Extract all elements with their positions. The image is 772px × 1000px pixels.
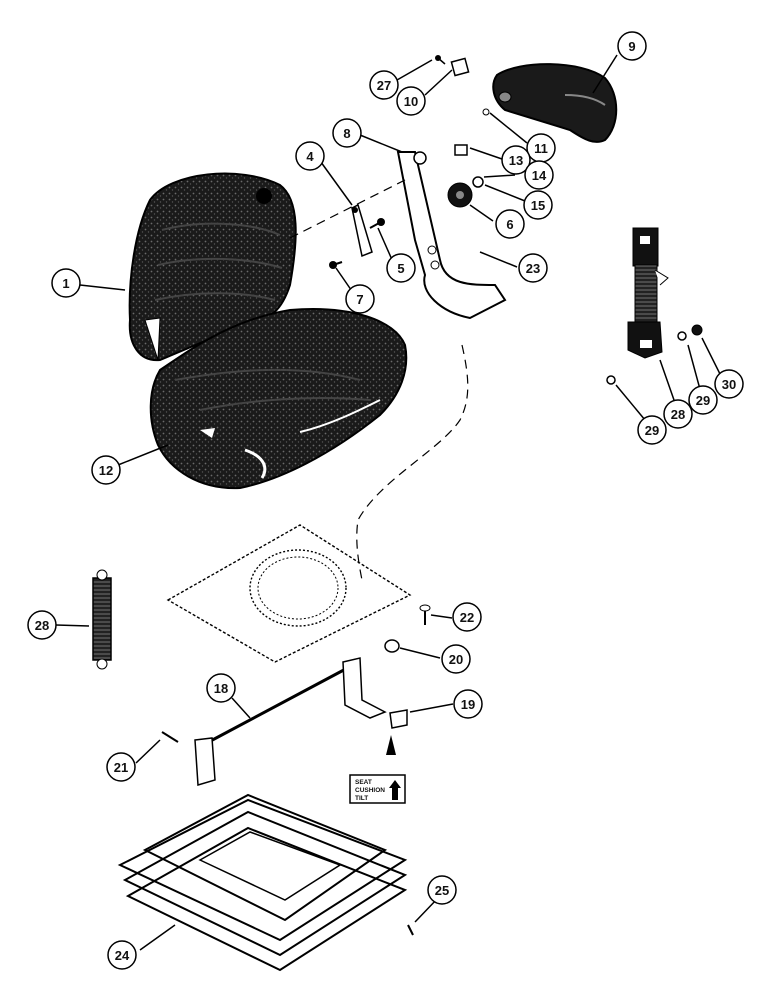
callout-9: 9 bbox=[617, 31, 647, 61]
seat-belt-right bbox=[606, 227, 703, 385]
seat-cushion bbox=[149, 308, 408, 490]
decal-line2: CUSHION bbox=[355, 787, 385, 794]
svg-text:10: 10 bbox=[404, 94, 418, 109]
svg-text:22: 22 bbox=[460, 610, 474, 625]
svg-text:4: 4 bbox=[306, 149, 314, 164]
callout-6: 6 bbox=[495, 209, 525, 239]
decal-line3: TILT bbox=[355, 795, 368, 802]
callout-15: 15 bbox=[523, 190, 553, 220]
svg-text:15: 15 bbox=[531, 198, 545, 213]
tilt-rod bbox=[194, 657, 387, 786]
callout-22: 22 bbox=[452, 602, 482, 632]
alignment-lines bbox=[289, 179, 469, 581]
callout-24: 24 bbox=[107, 940, 137, 970]
callout-21: 21 bbox=[106, 752, 136, 782]
svg-text:28: 28 bbox=[35, 618, 49, 633]
callout-10: 10 bbox=[396, 86, 426, 116]
svg-text:24: 24 bbox=[115, 948, 130, 963]
callout-12: 12 bbox=[91, 455, 121, 485]
hardware-top bbox=[256, 55, 490, 204]
svg-text:29: 29 bbox=[645, 423, 659, 438]
callout-14: 14 bbox=[524, 160, 554, 190]
svg-text:5: 5 bbox=[397, 261, 404, 276]
svg-text:1: 1 bbox=[62, 276, 69, 291]
callout-28-left: 28 bbox=[27, 610, 57, 640]
svg-text:9: 9 bbox=[628, 39, 635, 54]
callout-1: 1 bbox=[51, 268, 81, 298]
tilt-pad bbox=[389, 709, 408, 729]
svg-text:6: 6 bbox=[506, 217, 513, 232]
decal-line1: SEAT bbox=[355, 779, 372, 786]
callout-8: 8 bbox=[332, 118, 362, 148]
svg-text:29: 29 bbox=[696, 393, 710, 408]
svg-text:23: 23 bbox=[526, 261, 540, 276]
callout-19: 19 bbox=[453, 689, 483, 719]
callout-7: 7 bbox=[345, 284, 375, 314]
seat-belt-left bbox=[92, 569, 112, 670]
svg-text:13: 13 bbox=[509, 153, 523, 168]
armrest bbox=[492, 63, 618, 143]
callout-20: 20 bbox=[441, 644, 471, 674]
callout-28-right: 28 bbox=[663, 399, 693, 429]
svg-text:18: 18 bbox=[214, 681, 228, 696]
callout-4: 4 bbox=[295, 141, 325, 171]
seat-backrest bbox=[128, 172, 297, 362]
callout-11: 11 bbox=[526, 133, 556, 163]
callout-25: 25 bbox=[427, 875, 457, 905]
armrest-bracket bbox=[396, 151, 507, 320]
callout-27: 27 bbox=[369, 70, 399, 100]
small-hardware bbox=[161, 604, 431, 936]
svg-text:7: 7 bbox=[356, 292, 363, 307]
bracket-link bbox=[329, 203, 385, 269]
svg-text:8: 8 bbox=[343, 126, 350, 141]
svg-text:20: 20 bbox=[449, 652, 463, 667]
callout-23: 23 bbox=[518, 253, 548, 283]
callout-30: 30 bbox=[714, 369, 744, 399]
callout-29-lower: 29 bbox=[637, 415, 667, 445]
svg-text:12: 12 bbox=[99, 463, 113, 478]
svg-text:25: 25 bbox=[435, 883, 449, 898]
svg-text:14: 14 bbox=[532, 168, 547, 183]
tilt-decal: SEAT CUSHION TILT bbox=[349, 735, 406, 804]
svg-text:27: 27 bbox=[377, 78, 391, 93]
callout-18: 18 bbox=[206, 673, 236, 703]
callout-13: 13 bbox=[501, 145, 531, 175]
seat-base-plate bbox=[166, 524, 412, 663]
svg-text:30: 30 bbox=[722, 377, 736, 392]
callout-29-upper: 29 bbox=[688, 385, 718, 415]
callout-5: 5 bbox=[386, 253, 416, 283]
leader-lines bbox=[55, 54, 724, 951]
suspension-boot bbox=[117, 793, 408, 972]
svg-text:11: 11 bbox=[534, 141, 548, 156]
svg-text:21: 21 bbox=[114, 760, 128, 775]
adjust-knob bbox=[447, 182, 473, 208]
svg-text:19: 19 bbox=[461, 697, 475, 712]
svg-text:28: 28 bbox=[671, 407, 685, 422]
